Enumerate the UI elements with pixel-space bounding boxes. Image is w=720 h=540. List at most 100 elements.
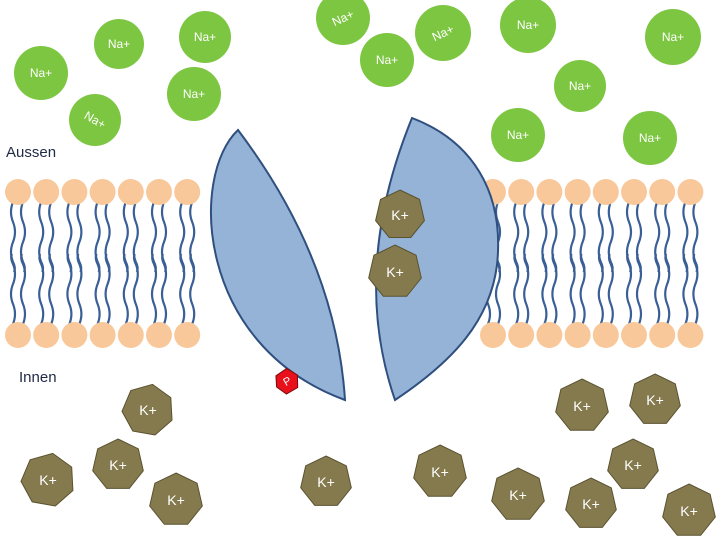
lipid-tail (607, 253, 614, 325)
lipid-head (621, 322, 647, 348)
lipid-head (61, 179, 88, 205)
potassium-ion-label: K+ (431, 464, 449, 480)
potassium-ion: K+ (92, 438, 144, 489)
lipid-tail (9, 253, 17, 325)
lipid-head (508, 322, 535, 348)
outside-label: Aussen (6, 144, 57, 161)
lipid-tail (664, 253, 671, 325)
sodium-ion-label: Na+ (517, 18, 539, 32)
sodium-ion-label: Na+ (108, 37, 130, 51)
lipid-tail (76, 253, 83, 325)
potassium-ion: K+ (662, 483, 716, 536)
lipid-head (480, 322, 506, 348)
lipid-head (564, 179, 591, 205)
potassium-ion: K+ (368, 244, 422, 297)
lipid-tail (122, 253, 129, 325)
sodium-ion-label: Na+ (194, 30, 216, 44)
lipid-head (117, 322, 144, 348)
potassium-ion-label: K+ (646, 392, 664, 408)
potassium-ion-label: K+ (109, 457, 127, 473)
lipid-tail (635, 253, 643, 325)
lipid-head (677, 179, 704, 205)
lipid-head (536, 179, 563, 205)
lipid-tail (66, 253, 73, 325)
lipid-tail (150, 253, 158, 325)
sodium-ion: Na+ (500, 0, 556, 53)
sodium-ion-label: Na+ (376, 53, 398, 67)
potassium-ion: K+ (121, 383, 173, 436)
potassium-ion-label: K+ (624, 457, 642, 473)
lipid-tail (551, 253, 558, 325)
lipid-bilayer (5, 179, 704, 348)
sodium-ion-label: Na+ (569, 79, 591, 93)
potassium-ion-label: K+ (680, 503, 698, 519)
lipid-tail (179, 253, 186, 325)
lipid-tail (625, 253, 633, 325)
potassium-ion-label: K+ (391, 207, 409, 223)
lipid-head (61, 322, 88, 348)
potassium-ion-label: K+ (573, 398, 591, 414)
lipid-head (33, 179, 60, 205)
sodium-ion: Na+ (554, 60, 606, 112)
lipid-head (649, 179, 676, 205)
lipid-head (174, 179, 201, 205)
sodium-ion: Na+ (94, 19, 144, 69)
lipid-head (508, 179, 535, 205)
lipid-head (621, 179, 647, 205)
sodium-ion-label: Na+ (507, 128, 529, 142)
lipid-head (33, 322, 60, 348)
lipid-head (5, 322, 31, 348)
pump-left-subunit (210, 128, 347, 402)
potassium-ion: K+ (565, 477, 617, 528)
lipid-tail (597, 253, 604, 325)
lipid-tail (104, 253, 111, 325)
lipid-tail (189, 253, 196, 325)
lipid-tail (692, 253, 699, 325)
lipid-tail (48, 253, 55, 325)
lipid-head (89, 322, 116, 348)
phosphate-group: P (275, 367, 299, 395)
lipid-head (89, 179, 116, 205)
potassium-ion-label: K+ (167, 492, 185, 508)
lipid-head (117, 179, 144, 205)
lipid-head (592, 322, 619, 348)
lipid-head (146, 322, 172, 348)
potassium-ion-label: K+ (386, 264, 404, 280)
sodium-ion: Na+ (623, 111, 677, 165)
lipid-head (564, 322, 591, 348)
potassium-ion: K+ (629, 373, 681, 424)
lipid-tail (579, 253, 586, 325)
potassium-ion: K+ (300, 455, 352, 506)
sodium-ion-label: Na+ (183, 87, 205, 101)
potassium-ion-label: K+ (317, 474, 335, 490)
lipid-head (677, 322, 704, 348)
sodium-potassium-pump: P (210, 116, 500, 402)
lipid-head (174, 322, 201, 348)
potassium-ion: K+ (491, 467, 545, 520)
lipid-head (649, 322, 676, 348)
sodium-ion-label: Na+ (639, 131, 661, 145)
sodium-ion-label: Na+ (662, 30, 684, 44)
lipid-tail (541, 253, 548, 325)
potassium-ion: K+ (555, 378, 609, 431)
lipid-tail (19, 253, 27, 325)
potassium-ion: K+ (149, 472, 203, 525)
sodium-ion: Na+ (316, 0, 370, 45)
lipid-head (5, 179, 31, 205)
sodium-ion-label: Na+ (30, 66, 52, 80)
lipid-tail (132, 253, 139, 325)
lipid-tail (513, 253, 520, 325)
sodium-ion: Na+ (645, 9, 701, 65)
inside-label: Innen (19, 369, 57, 386)
lipid-tail (682, 253, 689, 325)
potassium-ion-label: K+ (582, 496, 600, 512)
lipid-tail (569, 253, 576, 325)
sodium-ion: Na+ (167, 67, 221, 121)
potassium-ion-label: K+ (39, 472, 57, 488)
sodium-ion: Na+ (360, 33, 414, 87)
sodium-ion: Na+ (179, 11, 231, 63)
lipid-tail (654, 253, 661, 325)
sodium-ion: Na+ (491, 108, 545, 162)
sodium-ion: Na+ (14, 46, 68, 100)
ions: Na+Na+Na+Na+Na+Na+Na+Na+Na+Na+Na+Na+Na+K… (14, 0, 716, 536)
